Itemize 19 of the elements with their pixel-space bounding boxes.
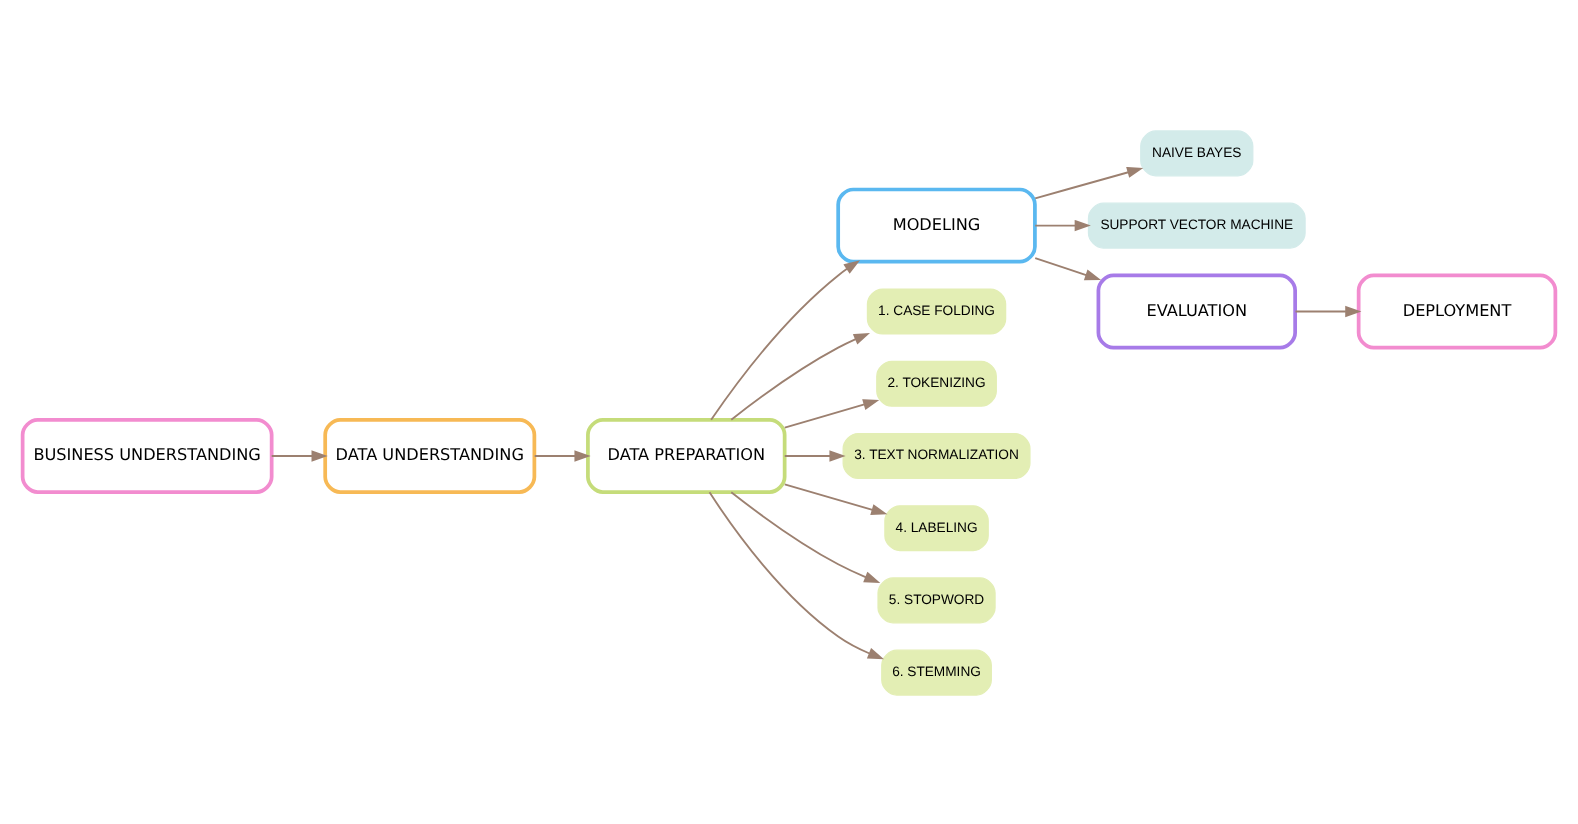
arrow <box>783 482 888 515</box>
node-box: EVALUATION <box>1096 272 1297 349</box>
arrow <box>1294 304 1362 317</box>
node-box: DEPLOYMENT <box>1356 272 1558 349</box>
arrow <box>533 449 591 461</box>
arrow <box>1034 165 1144 199</box>
arrow <box>730 332 870 420</box>
node-box: MODELING <box>836 186 1037 263</box>
arrow <box>270 449 328 461</box>
arrow <box>1034 256 1102 280</box>
arrow <box>730 490 881 582</box>
arrow <box>710 259 861 420</box>
arrow <box>783 449 846 461</box>
arrow <box>1034 218 1091 231</box>
node-box: DATA PREPARATION <box>586 417 787 493</box>
arrow <box>708 490 885 659</box>
arrow <box>783 398 880 428</box>
node-box: DATA UNDERSTANDING <box>323 417 537 493</box>
node-box: BUSINESS UNDERSTANDING <box>20 417 274 493</box>
